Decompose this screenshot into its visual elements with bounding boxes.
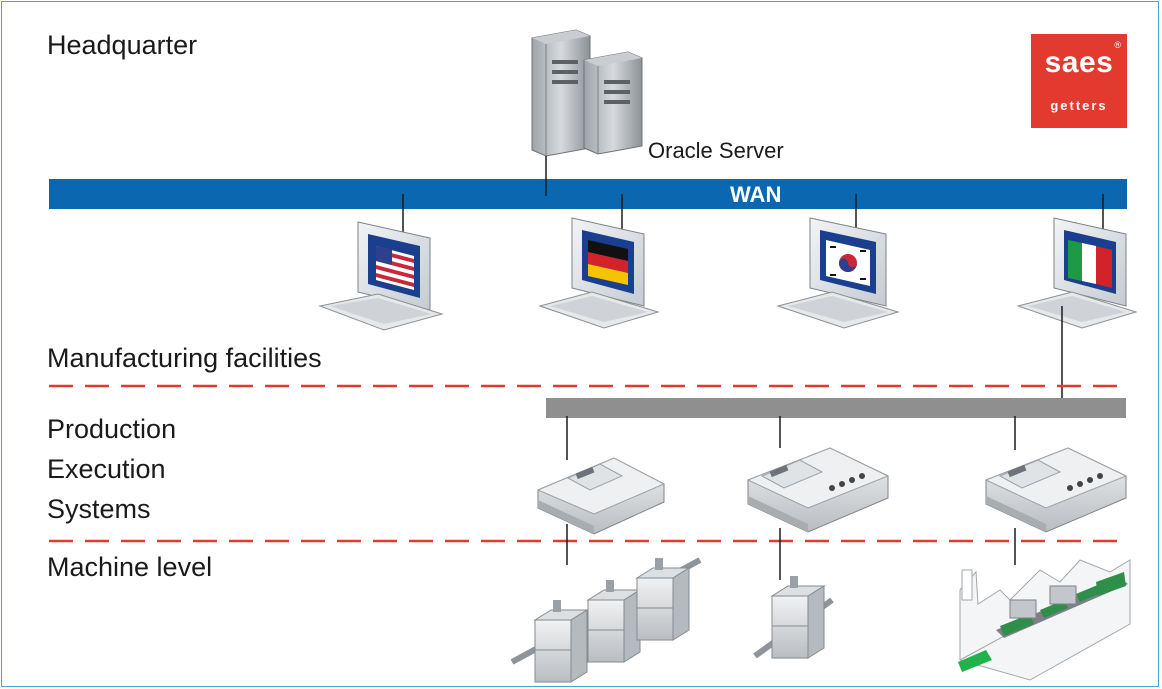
headquarter-label: Headquarter bbox=[47, 30, 198, 60]
controller-unit-3 bbox=[984, 447, 1128, 533]
pes-label-line-3: Systems bbox=[47, 494, 151, 524]
logo-main-text: saes bbox=[1044, 46, 1114, 79]
production-line-icon bbox=[958, 559, 1131, 681]
controller-unit-2 bbox=[746, 447, 890, 533]
machine-sensor-group bbox=[510, 557, 702, 683]
logo-sub-text: getters bbox=[1050, 98, 1108, 113]
germany-flag-icon bbox=[588, 240, 628, 285]
machine-sensor-single bbox=[753, 576, 834, 659]
wan-label: WAN bbox=[730, 182, 782, 207]
workstation-italy bbox=[1016, 217, 1138, 329]
workstation-korea bbox=[776, 217, 900, 329]
registered-mark: ® bbox=[1114, 40, 1121, 50]
pes-label-line-2: Execution bbox=[47, 454, 166, 484]
wan-bar bbox=[49, 179, 1127, 209]
pes-label-line-1: Production bbox=[47, 414, 177, 444]
oracle-server-label: Oracle Server bbox=[648, 138, 784, 163]
oracle-server-icon bbox=[531, 29, 643, 157]
italy-flag-icon bbox=[1068, 240, 1112, 288]
saes-getters-logo: ® saes getters bbox=[1031, 34, 1127, 128]
machine-level-label: Machine level bbox=[47, 552, 213, 582]
workstation-germany bbox=[538, 217, 660, 329]
south-korea-flag-icon bbox=[826, 240, 870, 286]
manufacturing-facilities-label: Manufacturing facilities bbox=[47, 343, 322, 373]
workstation-usa bbox=[318, 221, 444, 331]
usa-flag-icon bbox=[376, 246, 414, 290]
controller-unit-1 bbox=[536, 457, 666, 535]
mes-bar bbox=[546, 398, 1126, 418]
